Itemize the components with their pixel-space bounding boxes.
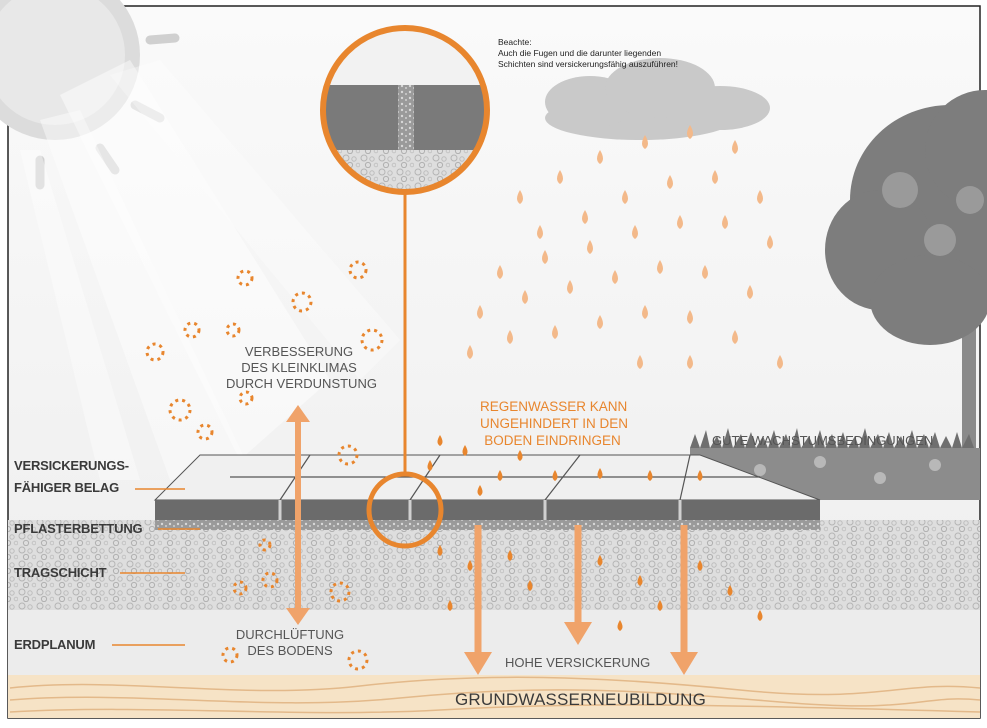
evaporation-particles <box>145 260 384 671</box>
note-line-2: Auch die Fugen und die darunter liegende… <box>498 48 662 58</box>
note-line-3: Schichten sind versickerungsfähig auszuf… <box>498 59 679 69</box>
rain-drops <box>467 125 783 369</box>
sun-icon <box>0 0 180 190</box>
label-kleinklima: VERBESSERUNG DES KLEINKLIMAS DURCH VERDU… <box>226 344 377 392</box>
arrows <box>286 405 698 675</box>
note-title: Beachte: <box>498 37 532 47</box>
label-grundwasser: GRUNDWASSERNEUBILDUNG <box>455 690 707 709</box>
label-regenwasser-2: UNGEHINDERT IN DEN <box>480 416 629 431</box>
note: Beachte: Auch die Fugen und die darunter… <box>498 37 678 70</box>
label-erdplanum: ERDPLANUM <box>14 637 96 652</box>
layer-pointers <box>112 488 200 646</box>
label-kleinklima-2: DES KLEINKLIMAS <box>241 360 357 375</box>
label-pflasterbettung: PFLASTERBETTUNG <box>14 521 143 536</box>
label-regenwasser-1: REGENWASSER KANN <box>480 399 628 414</box>
label-belag-2: FÄHIGER BELAG <box>14 480 120 495</box>
label-wachstum: GUTE WACHSTUMSBEDINGUNGEN <box>712 433 934 448</box>
paving-front <box>155 500 820 520</box>
pflasterbettung-layer <box>155 520 820 530</box>
erdplanum-layer <box>8 610 980 675</box>
label-regenwasser: REGENWASSER KANN UNGEHINDERT IN DEN BODE… <box>480 398 629 449</box>
label-durchlueftung-1: DURCHLÜFTUNG <box>235 627 345 642</box>
groundwater-waves <box>9 676 981 714</box>
label-durchlueftung: DURCHLÜFTUNG DES BODENS <box>230 627 350 659</box>
tragschicht-layer <box>8 520 980 620</box>
label-tragschicht: TRAGSCHICHT <box>14 565 107 580</box>
label-durchlueftung-2: DES BODENS <box>247 643 333 658</box>
label-kleinklima-1: VERBESSERUNG <box>244 344 354 359</box>
groundwater-layer <box>8 675 980 718</box>
sun-rays <box>20 60 400 480</box>
cloud-icon <box>545 58 770 140</box>
label-belag-1: VERSICKERUNGS- <box>14 458 129 473</box>
paving-front-joints <box>278 500 682 520</box>
tree-icon <box>825 90 987 500</box>
label-regenwasser-3: BODEN EINDRINGEN <box>484 433 621 448</box>
seepage-drops <box>437 545 763 631</box>
rain-drops-near-ground <box>427 435 703 496</box>
label-kleinklima-3: DURCH VERDUNSTUNG <box>226 376 377 391</box>
label-versickerung: HOHE VERSICKERUNG <box>505 655 651 670</box>
detail-magnifier <box>320 25 490 549</box>
